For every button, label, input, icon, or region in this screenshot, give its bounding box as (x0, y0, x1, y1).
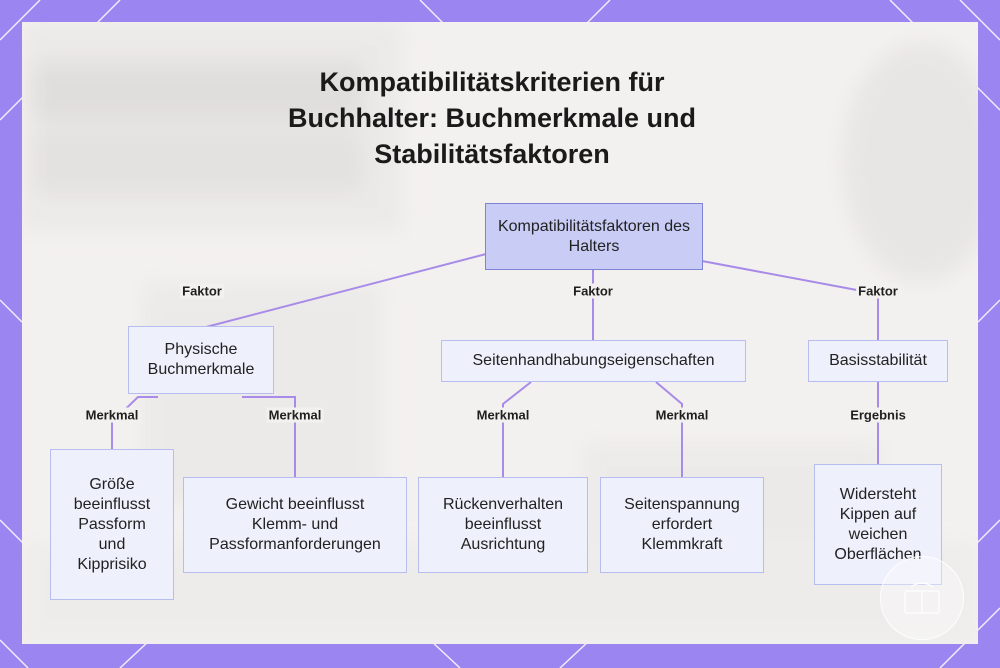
node-base-stability: Basisstabilität (808, 340, 948, 382)
node-page-tension: Seitenspannung erfordert Klemmkraft (600, 477, 764, 573)
book-logo-icon (904, 582, 940, 614)
edge-label-merkmal-4: Merkmal (653, 407, 711, 423)
node-physical-book-features: Physische Buchmerkmale (128, 326, 274, 394)
node-back-behavior: Rückenverhalten beeinflusst Ausrichtung (418, 477, 588, 573)
edge-physical-size (111, 396, 158, 449)
edge-label-merkmal-3: Merkmal (474, 407, 532, 423)
edge-label-merkmal-1: Merkmal (83, 407, 141, 423)
diagram-panel: Kompatibilitätskriterien für Buchhalter:… (22, 22, 978, 644)
edge-root-base-stability (701, 260, 879, 340)
edge-label-faktor-3: Faktor (856, 283, 900, 299)
node-page-handling: Seitenhandhabungseigenschaften (441, 340, 746, 382)
edge-page-handling-tension (655, 381, 683, 477)
edge-label-ergebnis: Ergebnis (848, 407, 908, 423)
edge-label-faktor-2: Faktor (571, 283, 615, 299)
node-root: Kompatibilitätsfaktoren des Halters (485, 203, 703, 270)
edge-page-handling-back (502, 381, 532, 477)
edge-label-faktor-1: Faktor (180, 283, 224, 299)
watermark-logo (880, 556, 964, 640)
edge-label-merkmal-2: Merkmal (266, 407, 324, 423)
edge-physical-weight (242, 396, 296, 477)
diagram-title: Kompatibilitätskriterien für Buchhalter:… (287, 67, 697, 169)
edge-root-physical (205, 253, 487, 328)
node-size: Größe beeinflusst Passform und Kipprisik… (50, 449, 174, 600)
node-weight: Gewicht beeinflusst Klemm- und Passforma… (183, 477, 407, 573)
